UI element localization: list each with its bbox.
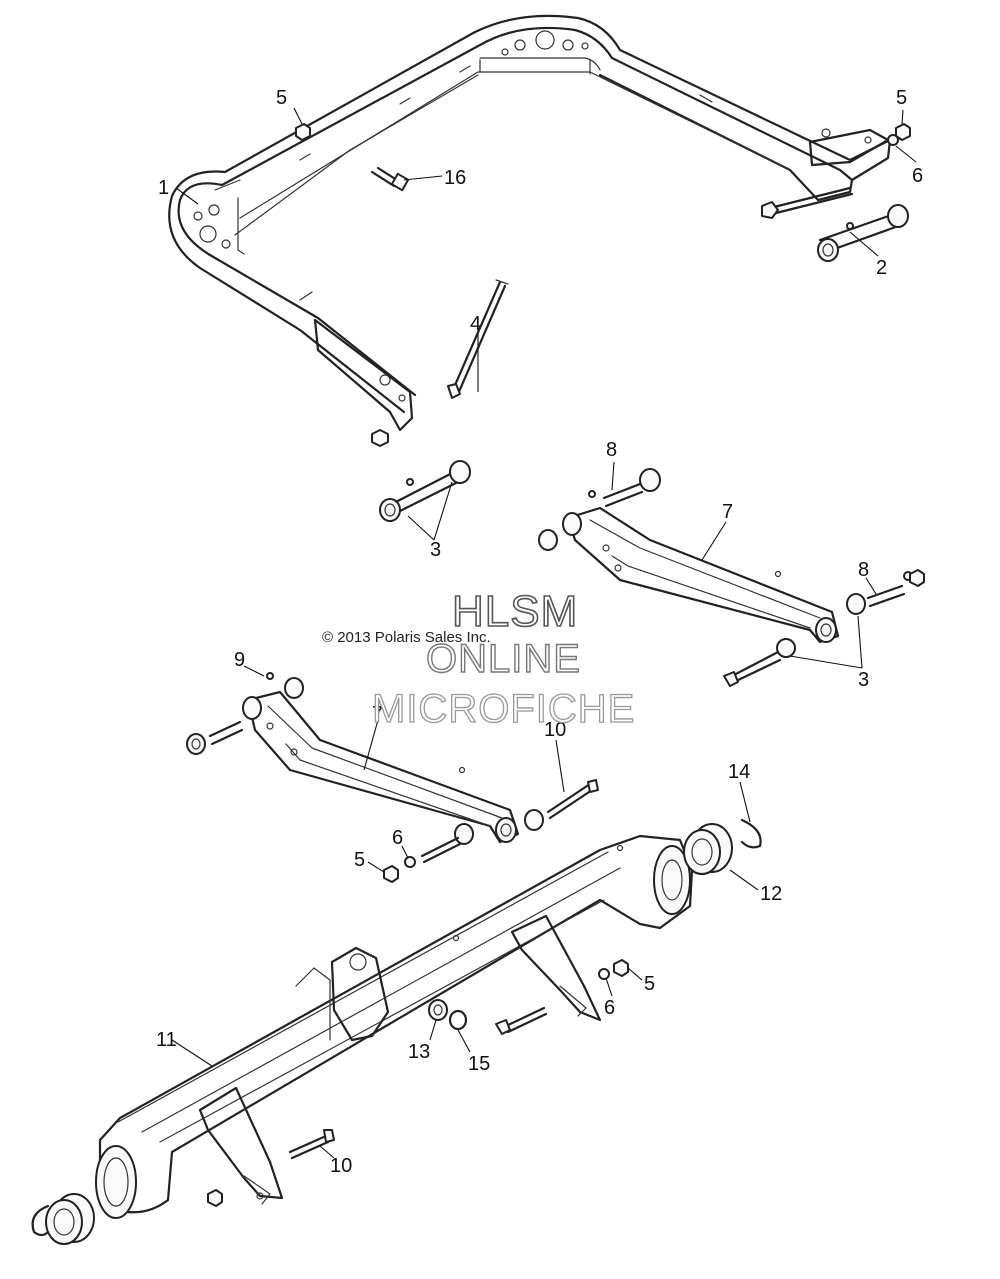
bearing-lower-left [31, 1193, 95, 1245]
seal-part-13 [428, 999, 448, 1021]
callout-2: 2 [876, 257, 887, 279]
callout-3-right: 3 [858, 669, 869, 691]
snap-ring-part-14 [740, 818, 762, 849]
watermark-line-2: ONLINE [426, 637, 581, 681]
bushing-set-part-3-upper [379, 460, 471, 522]
o-ring-part-15 [448, 1009, 468, 1031]
callout-7-upper: 7 [722, 501, 733, 523]
callout-16: 16 [444, 167, 466, 189]
callout-11: 11 [156, 1029, 177, 1051]
watermark-line-3: MICROFICHE [372, 687, 635, 731]
bushings-arm-7-upper [538, 468, 925, 687]
callout-14: 14 [728, 761, 750, 783]
bushing-set-part-2 [817, 204, 909, 262]
nut-left-bracket [371, 429, 389, 447]
copyright-notice: © 2013 Polaris Sales Inc. [322, 629, 491, 646]
bolt-center-right [495, 1006, 548, 1035]
bolt-part-10-lower [288, 1129, 335, 1160]
nut-washer-lower-right [598, 959, 629, 980]
callout-6-top-right: 6 [912, 165, 923, 187]
callout-4: 4 [470, 313, 481, 335]
bushings-arm-7-lower [186, 672, 599, 883]
callout-5-mid: 5 [354, 849, 365, 871]
bearing-part-12 [683, 823, 733, 875]
callout-8-upper: 8 [606, 439, 617, 461]
watermark-line-1: HLSM [452, 587, 578, 636]
nut-left-leg [207, 1189, 223, 1207]
callout-9: 9 [234, 649, 245, 671]
bolt-part-4 [447, 279, 509, 399]
trailing-arm-part-7-lower [242, 690, 520, 844]
callout-8-right: 8 [858, 559, 869, 581]
leader-lines [171, 107, 917, 1159]
callout-15: 15 [468, 1053, 490, 1075]
callout-5-lower-right: 5 [644, 973, 655, 995]
bolt-right-upper [761, 186, 854, 219]
callout-5-top-right: 5 [896, 87, 907, 109]
callout-13: 13 [408, 1041, 430, 1063]
rear-frame-part-1 [168, 14, 892, 432]
axle-housing-part-11 [95, 834, 694, 1219]
callout-10-upper: 10 [544, 719, 566, 741]
callout-5-top-left: 5 [276, 87, 287, 109]
callout-7-lower: 7 [372, 703, 383, 725]
bolt-part-16 [370, 166, 410, 192]
callout-3-upper: 3 [430, 539, 441, 561]
callout-1: 1 [158, 177, 169, 199]
nut-part-5-top-left [295, 123, 311, 141]
callout-12: 12 [760, 883, 782, 905]
callout-6-mid: 6 [392, 827, 403, 849]
callout-6-lower-right: 6 [604, 997, 615, 1019]
trailing-arm-part-7-upper [562, 506, 840, 644]
callout-labels: 1 5 16 5 6 2 4 3 8 7 8 3 9 7 10 14 6 5 1… [156, 87, 923, 1177]
callout-10-lower: 10 [330, 1155, 352, 1177]
nut-washer-top-right [887, 123, 911, 146]
